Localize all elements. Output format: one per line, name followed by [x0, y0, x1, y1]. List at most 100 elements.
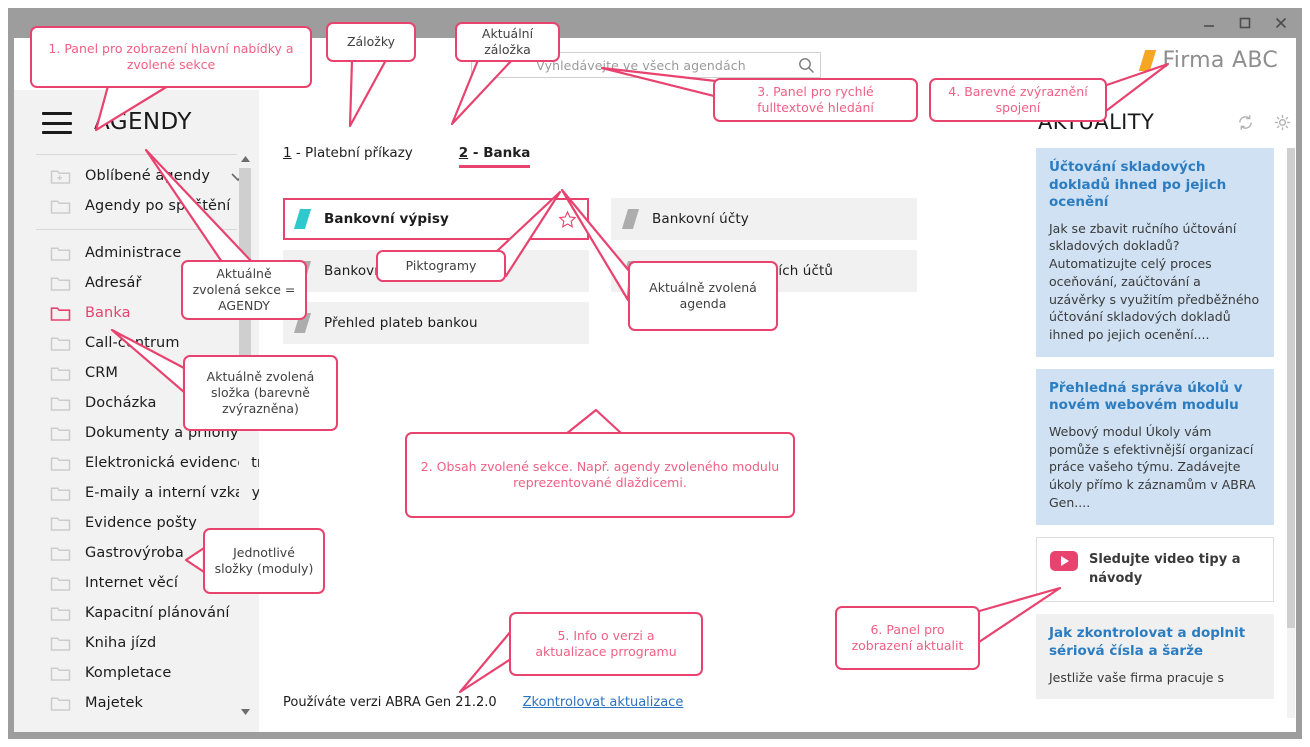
annotation-callout-moduly: Jednotlivé složky (moduly) [203, 528, 325, 594]
sidebar-item-label: Administrace [85, 245, 182, 261]
check-updates-link[interactable]: Zkontrolovat aktualizace [522, 695, 684, 710]
sidebar-item-agendy-po-spusteni[interactable]: Agendy po spuštění [14, 191, 259, 221]
maximize-button[interactable] [1234, 12, 1256, 34]
video-link-label: Sledujte video tipy a návody [1089, 551, 1241, 586]
star-icon[interactable] [558, 210, 577, 229]
close-button[interactable] [1270, 12, 1292, 34]
tab-banka[interactable]: 2 - Banka [458, 145, 531, 168]
sidebar-item-label: Kompletace [85, 665, 172, 681]
hamburger-menu-icon[interactable] [42, 110, 72, 134]
sidebar-item-dochazka[interactable]: Docházka [14, 388, 259, 418]
sidebar-item-internet-veci[interactable]: Internet věcí [14, 568, 259, 598]
sidebar-item-kapacitni-planovani[interactable]: Kapacitní plánování [14, 598, 259, 628]
tab-label: - Platební příkazy [295, 145, 413, 161]
tab-number: 1 [283, 145, 292, 161]
sidebar-item-call-centrum[interactable]: Call-centrum [14, 328, 259, 358]
refresh-icon[interactable] [1236, 113, 1255, 132]
sidebar-item-label: E-maily a interní vzkazy [85, 485, 261, 501]
folder-icon [50, 694, 71, 712]
news-scroll-thumb[interactable] [1287, 148, 1295, 628]
sidebar-item-label: Docházka [85, 395, 157, 411]
sidebar-item-label: Kapacitní plánování [85, 605, 230, 621]
sidebar-item-gastrovyroba[interactable]: Gastrovýroba [14, 538, 259, 568]
news-panel: AKTUALITY Účtování skladových dokladů ih… [1026, 90, 1296, 732]
news-card-video[interactable]: Sledujte video tipy a návody [1036, 536, 1274, 603]
sidebar-item-oblibene-agendy[interactable]: Oblíbené agendy [14, 161, 259, 191]
tile-bankovni-ucty[interactable]: Bankovní účty [611, 198, 917, 240]
brand-slash-icon [1139, 50, 1157, 71]
sidebar-item-elektronicka-evidence-trzeb[interactable]: Elektronická evidence trž [14, 448, 271, 478]
sidebar-item-label: Adresář [85, 275, 142, 291]
rocket-icon[interactable] [527, 210, 546, 229]
news-card-body: Webový modul Úkoly vám pomůže s efektivn… [1049, 423, 1256, 510]
news-card[interactable]: Přehledná správa úkolů v novém webovém m… [1036, 368, 1274, 525]
folder-icon [50, 197, 71, 215]
sidebar-title: AGENDY [94, 109, 192, 135]
folder-icon [50, 514, 71, 532]
annotation-callout-agenda: Aktuálně zvolená agenda [628, 261, 778, 331]
sidebar-scrollbar[interactable] [239, 152, 251, 718]
folder-icon [50, 664, 71, 682]
version-info: Používáte verzi ABRA Gen 21.2.0 Zkontrol… [283, 695, 683, 710]
tab-platebni-prikazy[interactable]: 1 - Platební příkazy [283, 145, 413, 168]
tab-number: 2 [458, 145, 469, 161]
annotation-callout-zalozky: Záložky [326, 22, 416, 62]
search-icon[interactable] [792, 57, 820, 74]
sidebar-item-label: Oblíbené agendy [85, 168, 211, 184]
sidebar-item-majetek[interactable]: Majetek [14, 688, 259, 718]
video-row: Sledujte video tipy a návody [1050, 550, 1260, 589]
annotation-callout-slozka: Aktuálně zvolená složka (barevně zvýrazn… [183, 355, 338, 431]
tile-prehled-plateb-bankou[interactable]: Přehled plateb bankou [283, 302, 589, 344]
news-card-body: Jak se zbavit ručního účtování skladovýc… [1049, 220, 1260, 343]
annotation-callout-5: 5. Info o verzi a aktualizace prrogramu [509, 612, 703, 676]
scroll-up-arrow-icon[interactable] [239, 152, 251, 165]
tab-bar: 1 - Platební příkazy 2 - Banka [283, 145, 530, 168]
sidebar-header: AGENDY [14, 90, 259, 154]
sidebar-item-label: Majetek [85, 695, 144, 711]
gear-icon[interactable] [1273, 113, 1292, 132]
news-card-title: Účtování skladových dokladů ihned po jej… [1049, 159, 1227, 211]
folder-plus-icon [50, 167, 71, 185]
sidebar-item-adresar[interactable]: Adresář [14, 268, 259, 298]
tile-label: Bankovní účty [652, 211, 749, 227]
folder-icon [50, 604, 71, 622]
annotation-callout-piktogramy: Piktogramy [376, 250, 506, 282]
sidebar-item-label: Gastrovýroba [85, 545, 184, 561]
minimize-button[interactable] [1198, 12, 1220, 34]
sidebar-item-label: Call-centrum [85, 335, 180, 351]
folder-icon [50, 634, 71, 652]
annotation-callout-sekce: Aktuálně zvolená sekce = AGENDY [181, 260, 307, 320]
annotation-callout-aktualni-zalozka: Aktuální záložka [455, 22, 560, 62]
folder-icon [50, 364, 71, 382]
annotation-callout-2: 2. Obsah zvolené sekce. Např. agendy zvo… [405, 432, 795, 518]
sidebar-item-label: Banka [85, 305, 131, 321]
tile-slash-icon [293, 209, 312, 229]
sidebar-item-kompletace[interactable]: Kompletace [14, 658, 259, 688]
news-card[interactable]: Jak zkontrolovat a doplnit sériová čísla… [1036, 614, 1274, 700]
news-card-title: Přehledná správa úkolů v novém webovém m… [1049, 379, 1243, 414]
sidebar-item-label: Evidence pošty [85, 515, 197, 531]
sidebar-divider [36, 154, 237, 155]
tile-bankovni-vypisy[interactable]: Bankovní výpisy [283, 198, 589, 240]
version-text: Používáte verzi ABRA Gen 21.2.0 [283, 695, 497, 710]
sidebar-item-label: Kniha jízd [85, 635, 157, 651]
news-scrollbar[interactable] [1287, 148, 1295, 718]
annotation-callout-6: 6. Panel pro zobrazení aktualit [835, 606, 980, 670]
folder-icon [50, 304, 71, 322]
sidebar-item-banka[interactable]: Banka [14, 298, 259, 328]
tab-label: - Banka [472, 145, 531, 161]
sidebar-item-crm[interactable]: CRM [14, 358, 259, 388]
sidebar-item-e-maily-a-interni-vzkazy[interactable]: E-maily a interní vzkazy [14, 478, 261, 508]
sidebar-item-evidence-posty[interactable]: Evidence pošty [14, 508, 259, 538]
sidebar-item-kniha-jizd[interactable]: Kniha jízd [14, 628, 259, 658]
tile-icon-group [527, 210, 577, 229]
folder-icon [50, 454, 71, 472]
news-card[interactable]: Účtování skladových dokladů ihned po jej… [1036, 148, 1274, 357]
folder-icon [50, 334, 71, 352]
news-card-body: Jestliže vaše firma pracuje s [1049, 669, 1224, 685]
folder-icon [50, 574, 71, 592]
scroll-down-arrow-icon[interactable] [239, 705, 251, 718]
sidebar-group-divider [36, 229, 237, 230]
sidebar-item-label: Internet věcí [85, 575, 178, 591]
